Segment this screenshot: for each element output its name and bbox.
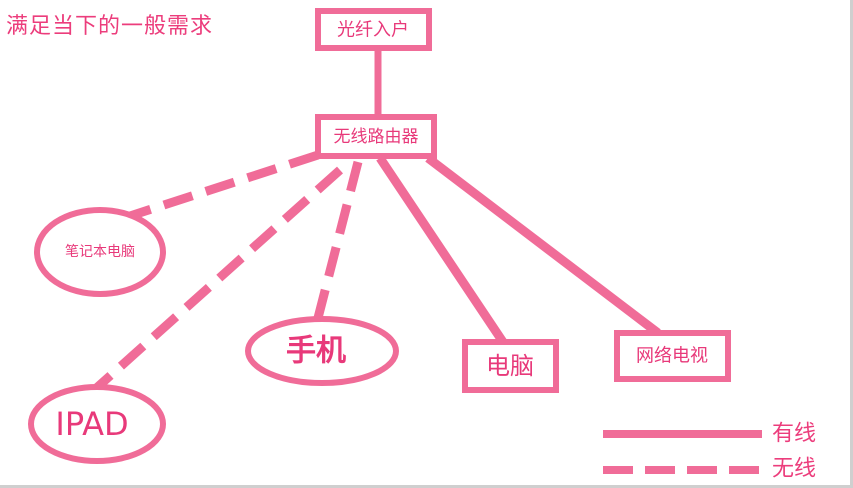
node-fiber-label: 光纤入户	[337, 20, 409, 41]
node-fiber: 光纤入户	[315, 8, 432, 51]
legend-wireless-label: 无线	[772, 457, 816, 482]
node-router-label: 无线路由器	[334, 127, 419, 147]
link-router-phone	[313, 160, 363, 320]
link-router-tv	[425, 154, 661, 337]
node-desktop-label: 电脑	[486, 352, 534, 380]
link-router-laptop	[128, 150, 320, 221]
legend: 有线 无线	[603, 422, 816, 482]
diagram-title: 满足当下的一般需求	[6, 14, 214, 39]
node-ipad-label: IPAD	[55, 405, 128, 443]
node-laptop-label: 笔记本电脑	[65, 244, 135, 260]
legend-wired-label: 有线	[772, 422, 816, 447]
node-phone-label: 手机	[286, 334, 346, 369]
node-phone: 手机	[245, 316, 399, 386]
node-laptop: 笔记本电脑	[34, 207, 166, 297]
node-desktop: 电脑	[462, 339, 559, 393]
node-tv: 网络电视	[614, 330, 731, 382]
link-router-ipad	[88, 166, 344, 396]
node-router: 无线路由器	[315, 114, 437, 159]
node-ipad: IPAD	[28, 384, 166, 464]
node-tv-label: 网络电视	[636, 346, 708, 367]
link-router-desktop	[376, 155, 509, 348]
